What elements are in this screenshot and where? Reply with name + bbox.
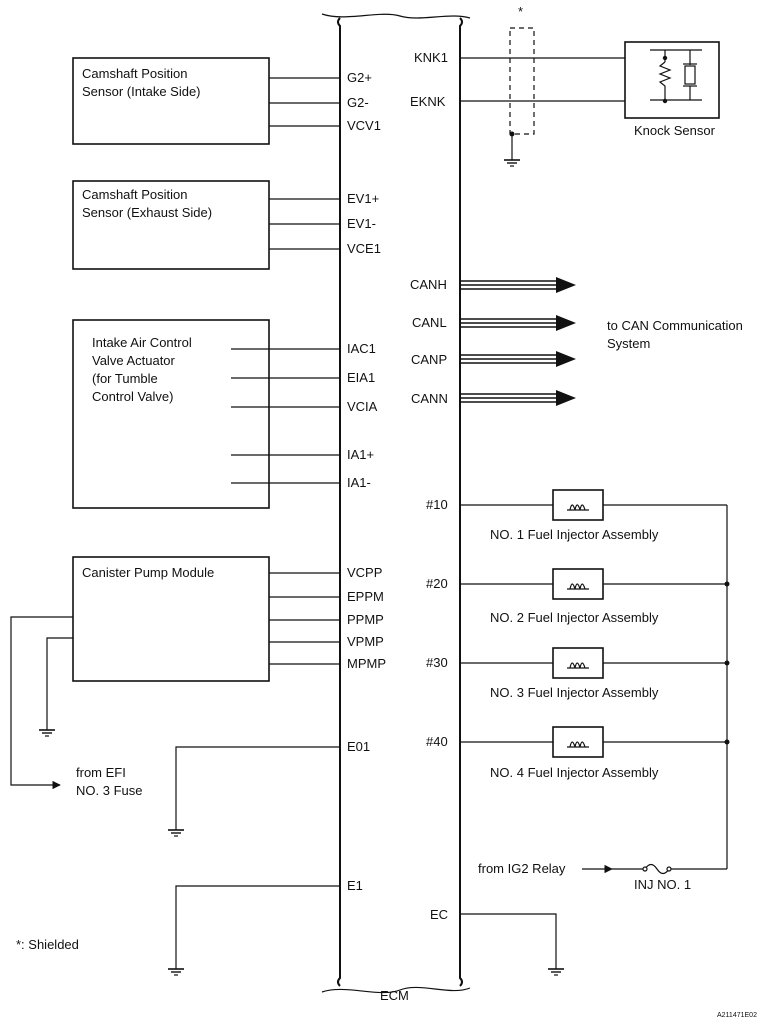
can-bus-arrows — [460, 277, 576, 406]
injector-2 — [460, 568, 730, 600]
pin-vcv1: VCV1 — [347, 118, 381, 133]
pin-canp: CANP — [411, 352, 447, 367]
knock-sensor — [624, 41, 720, 119]
shield-outline — [509, 27, 535, 135]
injector-3-label: NO. 3 Fuel Injector Assembly — [490, 685, 659, 700]
intake-air-label-2: Valve Actuator — [92, 353, 176, 368]
ground-e01-icon — [167, 821, 185, 837]
pin-p30: #30 — [426, 655, 448, 670]
pin-ec: EC — [430, 907, 448, 922]
pin-p40: #40 — [426, 734, 448, 749]
cam-exhaust-label-2: Sensor (Exhaust Side) — [82, 205, 212, 220]
pin-g2p: G2+ — [347, 70, 372, 85]
pin-p20: #20 — [426, 576, 448, 591]
pin-cann: CANN — [411, 391, 448, 406]
ground-canister-icon — [38, 721, 56, 737]
cann-arrow — [460, 390, 576, 406]
inj-fuse-label: INJ NO. 1 — [634, 877, 691, 892]
pin-eknk: EKNK — [410, 94, 446, 109]
cam-intake-label-2: Sensor (Intake Side) — [82, 84, 201, 99]
injector-3 — [460, 647, 730, 679]
cam-intake-label-1: Camshaft Position — [82, 66, 188, 81]
cam-intake-sensor: Camshaft Position Sensor (Intake Side) — [72, 57, 270, 145]
pin-eppm: EPPM — [347, 589, 384, 604]
pin-p10: #10 — [426, 497, 448, 512]
injector-4-label: NO. 4 Fuel Injector Assembly — [490, 765, 659, 780]
pin-ia1m: IA1- — [347, 475, 371, 490]
intake-air-label-3: (for Tumble — [92, 371, 158, 386]
pin-vpmp: VPMP — [347, 634, 384, 649]
ground-ec-icon — [547, 960, 565, 976]
intake-air-label-4: Control Valve) — [92, 389, 173, 404]
pin-canl: CANL — [412, 315, 447, 330]
injector-1-label: NO. 1 Fuel Injector Assembly — [490, 527, 659, 542]
pin-ia1p: IA1+ — [347, 447, 374, 462]
can-system-label-1: to CAN Communication — [607, 318, 743, 333]
canp-arrow — [460, 351, 576, 367]
ig2-relay-label: from IG2 Relay — [478, 861, 566, 876]
efi-fuse-label-1: from EFI — [76, 765, 126, 780]
injector-1 — [460, 489, 727, 521]
canl-arrow — [460, 315, 576, 331]
pin-vce1: VCE1 — [347, 241, 381, 256]
pin-g2m: G2- — [347, 95, 369, 110]
shield-marker: * — [518, 4, 523, 19]
ground-shield-icon — [503, 151, 521, 167]
pin-ev1m: EV1- — [347, 216, 376, 231]
figure-code: A211471E02 — [717, 1012, 757, 1019]
canister-pump-module: Canister Pump Module — [72, 556, 270, 682]
pin-canh: CANH — [410, 277, 447, 292]
pin-ev1p: EV1+ — [347, 191, 379, 206]
intake-air-actuator: Intake Air Control Valve Actuator (for T… — [72, 319, 270, 509]
knock-sensor-label: Knock Sensor — [634, 123, 716, 138]
cam-exhaust-label-1: Camshaft Position — [82, 187, 188, 202]
ground-e1-icon — [167, 960, 185, 976]
pin-vcia: VCIA — [347, 399, 378, 414]
injector-2-label: NO. 2 Fuel Injector Assembly — [490, 610, 659, 625]
pin-e01: E01 — [347, 739, 370, 754]
pin-knk1: KNK1 — [414, 50, 448, 65]
intake-air-label-1: Intake Air Control — [92, 335, 192, 350]
canister-label: Canister Pump Module — [82, 565, 214, 580]
pin-eia1: EIA1 — [347, 370, 375, 385]
pin-vcpp: VCPP — [347, 565, 382, 580]
ecm-block: ECM — [321, 13, 471, 1003]
shielded-note: *: Shielded — [16, 937, 79, 952]
efi-fuse-label-2: NO. 3 Fuse — [76, 783, 142, 798]
pin-mpmp: MPMP — [347, 656, 386, 671]
ecm-label: ECM — [380, 988, 409, 1003]
injector-4 — [460, 726, 730, 758]
pin-iac1: IAC1 — [347, 341, 376, 356]
pin-ppmp: PPMP — [347, 612, 384, 627]
can-system-label-2: System — [607, 336, 650, 351]
cam-exhaust-sensor: Camshaft Position Sensor (Exhaust Side) — [72, 180, 270, 270]
canh-arrow — [460, 277, 576, 293]
pin-e1: E1 — [347, 878, 363, 893]
